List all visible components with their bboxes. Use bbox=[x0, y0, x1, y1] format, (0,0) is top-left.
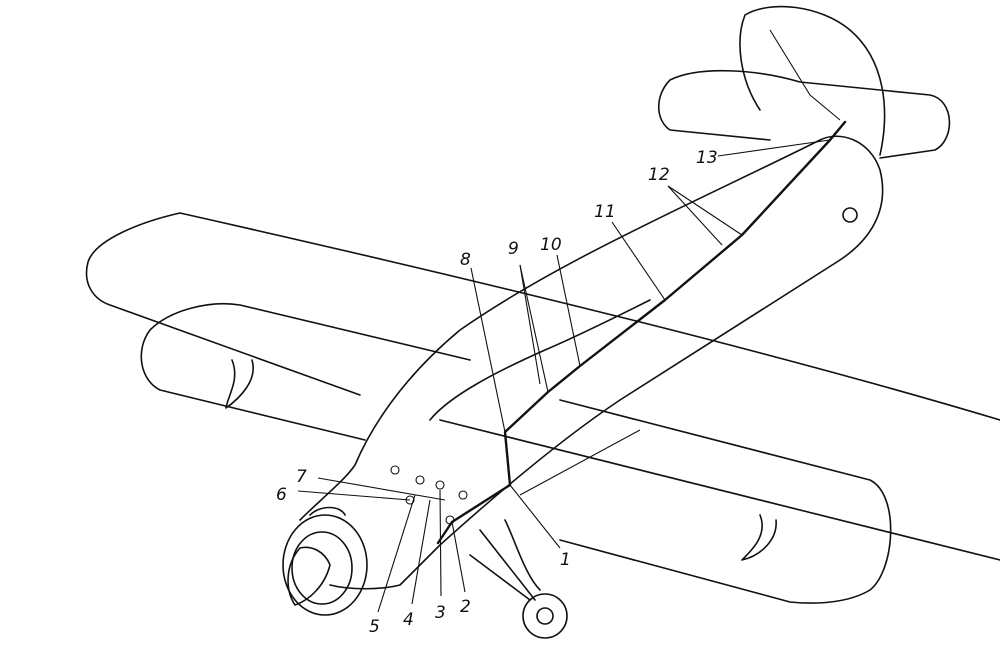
label-1: 1 bbox=[560, 550, 571, 570]
horizontal-stabilizer bbox=[658, 69, 951, 159]
wing-fairing-left bbox=[225, 359, 254, 409]
label-10: 10 bbox=[540, 235, 562, 255]
label-6: 6 bbox=[276, 485, 287, 505]
label-5: 5 bbox=[369, 617, 380, 637]
label-7: 7 bbox=[296, 467, 307, 487]
leader-lines bbox=[297, 139, 831, 613]
interplane-strut bbox=[519, 429, 641, 496]
propeller-spinner bbox=[287, 546, 331, 606]
control-rod-run bbox=[436, 120, 847, 545]
label-13: 13 bbox=[696, 148, 718, 168]
control-levers bbox=[390, 465, 468, 525]
label-11: 11 bbox=[594, 202, 616, 222]
tail-wheel bbox=[842, 207, 858, 223]
label-9: 9 bbox=[508, 239, 519, 259]
label-3: 3 bbox=[435, 603, 446, 623]
cowling-inner bbox=[291, 531, 353, 605]
rudder-hinge bbox=[769, 29, 841, 121]
label-8: 8 bbox=[460, 250, 471, 270]
engine-cowling bbox=[282, 514, 368, 616]
label-12: 12 bbox=[648, 165, 670, 185]
main-gear-leg bbox=[469, 519, 541, 601]
vertical-fin bbox=[739, 5, 886, 156]
exhaust bbox=[309, 506, 346, 516]
wing-fairing-right bbox=[741, 514, 777, 561]
upper-wing bbox=[85, 212, 1000, 561]
label-4: 4 bbox=[403, 610, 414, 630]
lower-wing bbox=[140, 302, 892, 604]
wheel-hub bbox=[536, 607, 554, 625]
canopy-outline bbox=[429, 299, 651, 421]
main-wheel bbox=[522, 593, 568, 639]
label-2: 2 bbox=[460, 597, 471, 617]
